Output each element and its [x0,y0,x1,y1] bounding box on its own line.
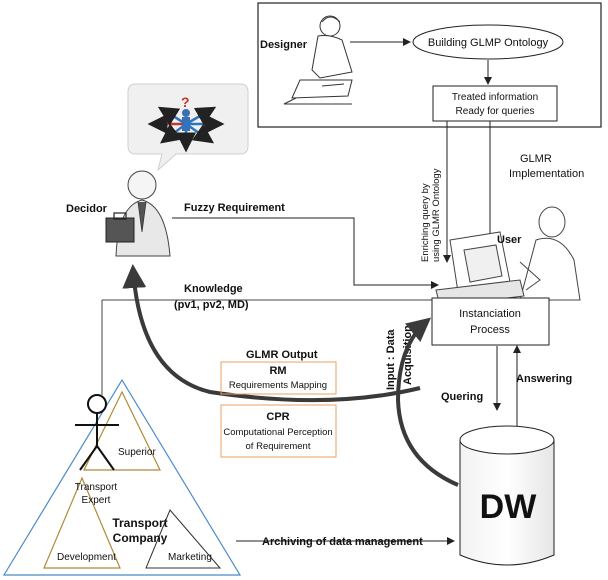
rm-sub: Requirements Mapping [229,380,327,391]
rm-box [220,361,337,395]
transport-expert-figure [75,394,119,471]
user-label: User [497,234,522,246]
cpr-title: CPR [266,411,289,423]
treated-info-line1: Treated information [452,92,538,103]
designer-figure [283,15,353,105]
input-curve-arrow [395,317,459,487]
glmr-output-label: GLMR Output [246,349,318,361]
superior-label: Superior [118,447,156,458]
development-triangle [43,476,121,569]
instanciation-line1: Instanciation [459,308,521,320]
answering-label: Answering [516,373,572,385]
glmr-impl-line2: Implementation [509,168,584,180]
decidor-figure [105,170,171,257]
enriching-line1: Enriching query by [420,183,431,262]
input-line1: Input : Data [385,329,397,390]
fuzzy-requirement-label: Fuzzy Requirement [184,202,285,214]
transport-company-line2: Company [113,531,168,545]
treated-info-line2: Ready for queries [456,106,535,117]
cpr-sub1: Computational Perception [223,427,332,438]
svg-text:?: ? [181,94,190,110]
glmr-impl-line1: GLMR [520,153,552,165]
designer-frame [257,2,602,128]
cpr-sub2: of Requirement [246,441,311,452]
rm-title: RM [269,365,286,377]
building-ontology-node [412,24,564,60]
development-label: Development [57,552,116,563]
marketing-label: Marketing [168,552,212,563]
knowledge-line2: (pv1, pv2, MD) [174,299,249,311]
decision-arrows-icon: ? [147,94,225,153]
building-ontology-label: Building GLMP Ontology [428,37,549,49]
treated-information-box [432,85,558,122]
dw-label: DW [480,488,538,526]
instanciation-line2: Process [470,324,510,336]
dw-database [459,425,555,566]
transport-expert-line2: Expert [82,495,111,506]
designer-label: Designer [260,39,308,51]
transport-expert-line1: Transport [75,482,118,493]
superior-triangle [83,390,161,471]
enriching-line2: using GLMR Ontology [431,168,442,262]
instanciation-box [431,297,550,346]
cpr-box [220,404,337,458]
marketing-triangle [145,509,222,569]
decidor-label: Decidor [66,203,108,215]
transport-company-line1: Transport [112,516,167,530]
knowledge-line1: Knowledge [184,283,243,295]
knowledge-curve-arrow [122,264,421,403]
archiving-label: Archiving of data management [262,536,423,548]
user-computer-figure [435,206,581,307]
quering-label: Quering [441,391,483,403]
transport-company-triangle [2,378,242,576]
